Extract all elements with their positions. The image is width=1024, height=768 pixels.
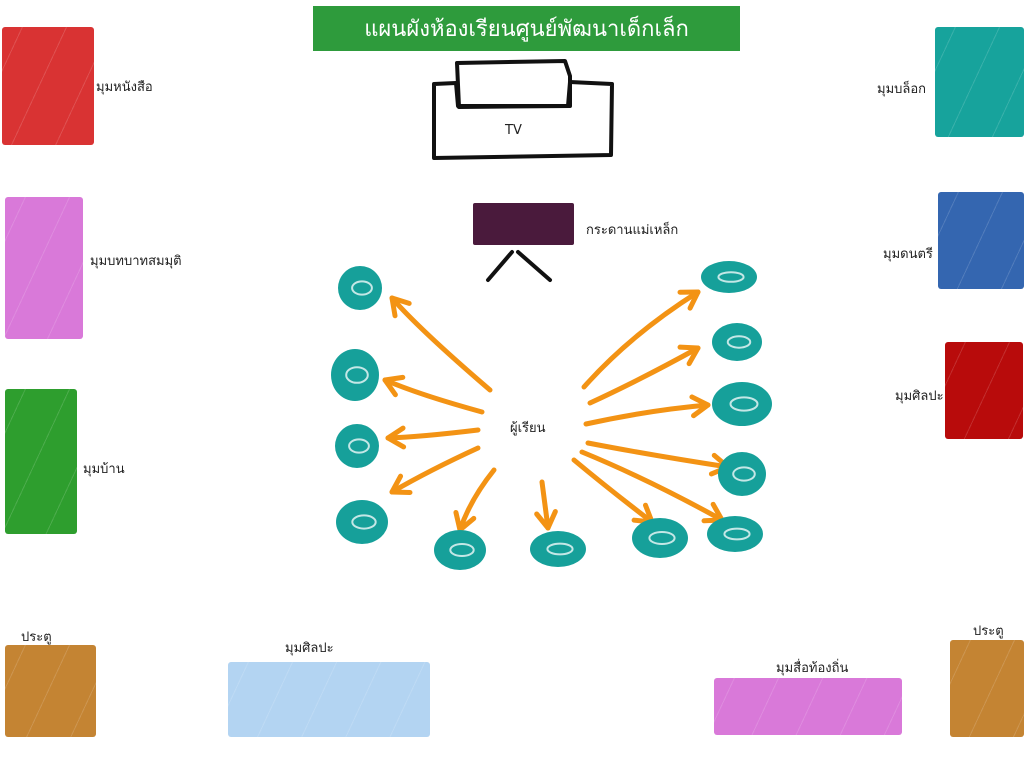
diagram-title: แผนผังห้องเรียนศูนย์พัฒนาเด็กเล็ก: [313, 6, 740, 51]
arrow-line: [457, 467, 497, 533]
arrow-line: [587, 345, 701, 406]
arrow-head-icon: [389, 295, 412, 319]
student-seat: [718, 452, 766, 496]
arrow-line: [583, 402, 711, 427]
arrow-line: [389, 295, 493, 393]
arrow-head-icon: [382, 374, 406, 398]
role-play-corner-zone: [5, 197, 83, 339]
art-corner-right-label: มุมศิลปะ: [895, 389, 944, 404]
arrow-line: [389, 445, 481, 495]
door-left-label: ประตู: [21, 630, 52, 645]
seat-highlight: [351, 280, 373, 296]
block-corner-label: มุมบล็อก: [877, 82, 927, 97]
student-seat: [707, 516, 763, 552]
arrow-head-icon: [677, 344, 701, 367]
student-seat: [434, 530, 486, 570]
tv-label: TV: [505, 123, 522, 138]
arrow-line: [581, 289, 701, 390]
students-label: ผู้เรียน: [510, 421, 546, 436]
local-media-corner-label: มุมสื่อท้องถิ่น: [776, 661, 849, 676]
seat-highlight: [449, 543, 475, 557]
art-corner-right-zone: [945, 342, 1023, 439]
seat-highlight: [345, 366, 369, 384]
door-right-label: ประตู: [973, 624, 1004, 639]
door-left-zone: [5, 645, 96, 737]
seat-highlight: [351, 514, 377, 530]
student-seat: [712, 382, 772, 426]
seat-highlight: [648, 531, 676, 545]
student-seat: [335, 424, 379, 468]
art-corner-bottom-label: มุมศิลปะ: [285, 641, 334, 656]
arrow-head-icon: [534, 509, 558, 531]
arrow-line: [585, 440, 731, 470]
home-corner-label: มุมบ้าน: [83, 462, 125, 477]
seat-highlight: [348, 438, 370, 454]
student-seat: [701, 261, 757, 293]
arrow-line: [571, 457, 655, 525]
student-seat: [530, 531, 586, 567]
role-play-corner-label: มุมบทบาทสมมุติ: [90, 254, 182, 269]
arrow-line: [579, 449, 725, 523]
arrow-line: [385, 427, 481, 441]
student-seat: [331, 349, 379, 401]
seat-highlight: [729, 396, 759, 412]
book-corner-label: มุมหนังสือ: [96, 80, 153, 95]
arrow-head-icon: [689, 394, 711, 419]
door-right-zone: [950, 640, 1024, 737]
student-seat: [338, 266, 382, 310]
arrow-line: [382, 377, 485, 415]
student-seat: [632, 518, 688, 558]
art-corner-bottom-zone: [228, 662, 430, 737]
student-seat: [336, 500, 388, 544]
music-corner-label: มุมดนตรี: [883, 247, 933, 262]
student-seat: [712, 323, 762, 361]
seat-highlight: [546, 542, 574, 556]
seat-highlight: [723, 527, 751, 541]
local-media-corner-zone: [714, 678, 902, 735]
music-corner-zone: [938, 192, 1024, 289]
tv-icon: [432, 59, 614, 160]
seat-highlight: [726, 335, 752, 349]
magnetic-board-label: กระดานแม่เหล็ก: [586, 223, 679, 238]
home-corner-zone: [5, 389, 77, 534]
arrow-head-icon: [677, 289, 701, 311]
arrow-head-icon: [385, 425, 407, 450]
magnetic-board-icon: [473, 203, 574, 282]
block-corner-zone: [935, 27, 1024, 137]
arrow-head-icon: [389, 473, 413, 495]
book-corner-zone: [2, 27, 94, 145]
seat-highlight: [732, 466, 756, 482]
seat-highlight: [717, 271, 745, 283]
